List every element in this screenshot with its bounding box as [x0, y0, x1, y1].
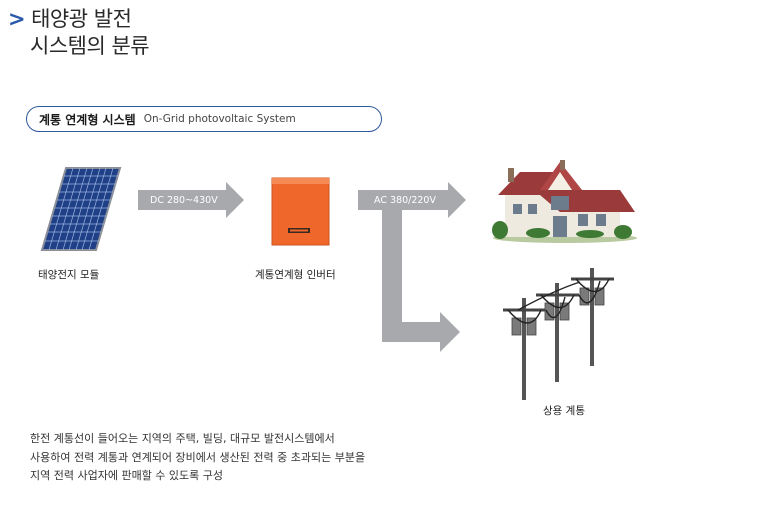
page-title-line-1: >태양광 발전	[8, 6, 149, 33]
grid-caption: 상용 계통	[543, 405, 585, 417]
inverter-caption: 계통연계형 인버터	[255, 269, 336, 281]
chevron-right-icon: >	[8, 7, 26, 31]
solar-panel-icon	[40, 167, 122, 251]
description-line: 한전 계통선이 들어오는 지역의 주택, 빌딩, 대규모 발전시스템에서	[30, 432, 335, 445]
description: 한전 계통선이 들어오는 지역의 주택, 빌딩, 대규모 발전시스템에서 사용하…	[30, 430, 365, 486]
dc-voltage-label: DC 280~430V	[150, 195, 218, 206]
description-line: 지역 전력 사업자에 판매할 수 있도록 구성	[30, 469, 224, 482]
title-text-1: 태양광 발전	[31, 7, 132, 31]
inverter-icon	[271, 177, 330, 246]
house-icon	[492, 160, 637, 243]
description-line: 사용하여 전력 계통과 연계되어 장비에서 생산된 전력 중 초과되는 부분을	[30, 450, 366, 464]
page-title: >태양광 발전 시스템의 분류	[8, 6, 150, 60]
solar-module-caption: 태양전지 모듈	[38, 269, 100, 281]
dc-arrow	[138, 182, 244, 218]
section-header: 계통 연계형 시스템 On-Grid photovoltaic System	[26, 106, 382, 132]
page-title-line-2: 시스템의 분류	[30, 34, 150, 58]
utility-pole-icon	[503, 268, 614, 400]
section-title-en: On-Grid photovoltaic System	[143, 113, 296, 125]
ac-arrow	[358, 182, 466, 352]
ac-voltage-label: AC 380/220V	[374, 195, 436, 206]
section-title-ko: 계통 연계형 시스템	[39, 112, 136, 127]
